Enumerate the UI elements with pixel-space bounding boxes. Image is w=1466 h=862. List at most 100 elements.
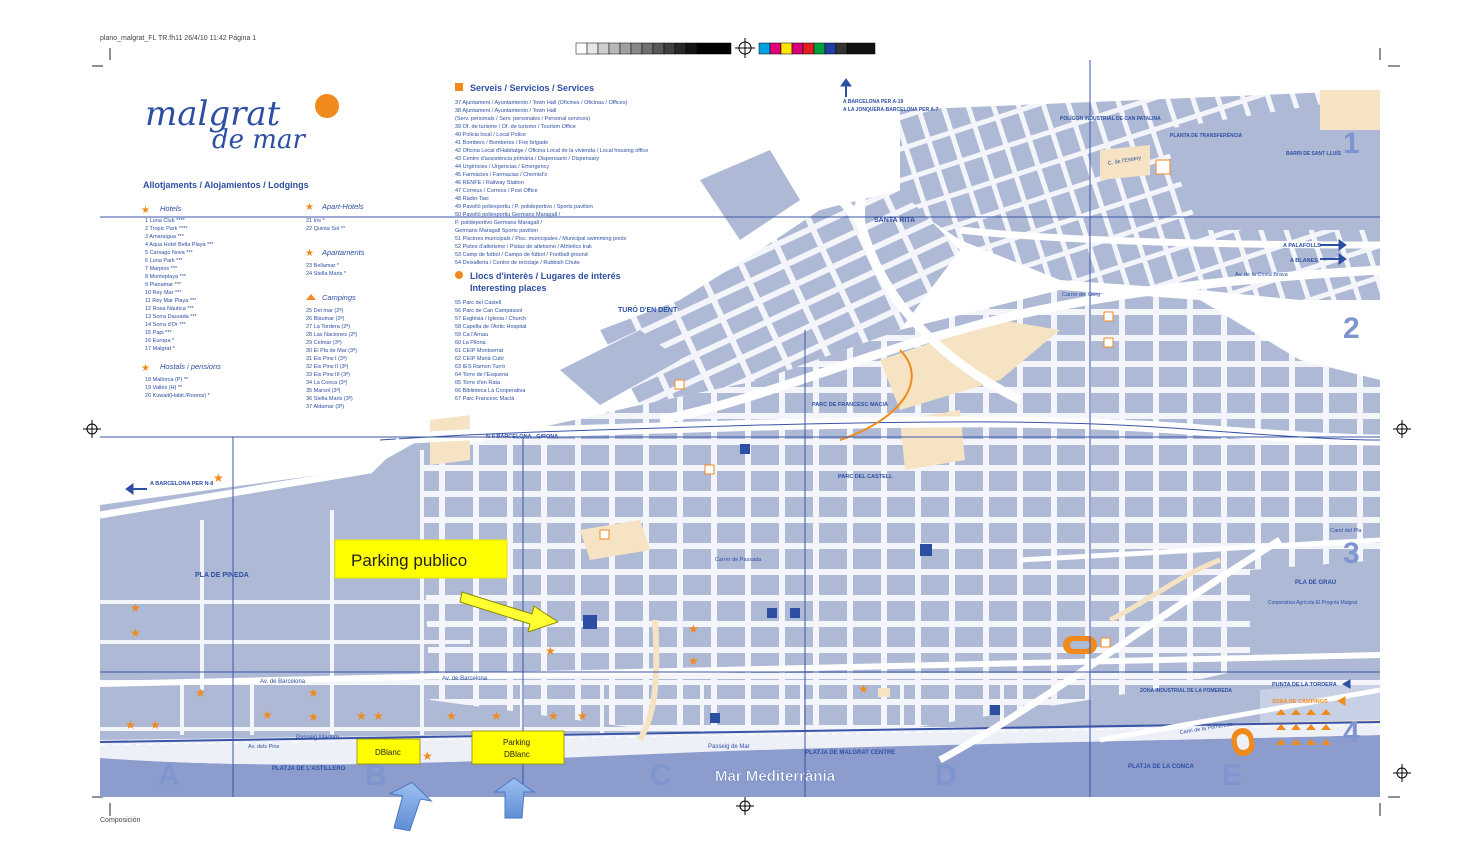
legend-item: 7 Marpins *** <box>145 266 178 272</box>
calibration-bar-color <box>758 42 876 55</box>
svg-text:★: ★ <box>688 622 699 636</box>
grid-labels: A B C D E 1 2 3 4 <box>158 127 1360 792</box>
parking-arrow <box>459 591 560 633</box>
to-barcelona-top2: A LA JONQUERA-BARCELONA PER A-7 <box>843 107 939 113</box>
legend-item: 59 Ca l'Arnau <box>455 332 488 338</box>
legend-item: Germans Maragall Sports pavilion <box>455 228 538 234</box>
svg-text:★: ★ <box>130 601 141 615</box>
services-list: 37 Ajuntament / Ayuntamiento / Town Hall… <box>455 100 648 266</box>
hostals-title-star: ★ <box>141 363 150 374</box>
svg-text:★: ★ <box>150 718 161 732</box>
hotel-stars: ★★ ★★ ★★ ★★ ★★ ★★ ★★ ★★ ★★ ★★ <box>125 471 869 763</box>
blue-arrow-up-left-icon <box>388 781 433 832</box>
cooperativa-label: Cooperativa Agrícola El Progrés Malgrat <box>1268 600 1358 606</box>
dblanc-text: DBlanc <box>375 748 401 757</box>
carrer-gorg-label: Carrer del Gorg <box>1062 292 1100 298</box>
to-barcelona-n2-label: A BARCELONA PER N-II <box>150 481 214 487</box>
to-blanes-label: A BLANES <box>1290 258 1318 264</box>
to-palafolls-label: A PALAFOLLS <box>1283 243 1321 249</box>
parking-publico-note[interactable]: Parking publico <box>334 539 508 579</box>
legend-item: 66 Biblioteca La Cooperativa <box>455 388 526 394</box>
parc-castell-label: PARC DEL CASTELL <box>838 474 893 480</box>
apartaments-title: Apartaments <box>321 248 365 257</box>
svg-text:★: ★ <box>858 682 869 696</box>
passeig-mar-label: Passeig de Mar <box>708 744 750 750</box>
interest-title-icon <box>455 271 463 279</box>
parking-publico-text: Parking publico <box>351 551 467 570</box>
legend-item: 13 Sorra Daurada *** <box>145 314 198 320</box>
legend-item: 60 La Pilona <box>455 340 487 346</box>
legend-item: 29 Celmar (3ª) <box>306 339 342 346</box>
apartaments-list: 23 Bellamar * 24 Stella Maris * <box>306 263 347 277</box>
print-marks: plano_malgrat_FL TR.fh11 26/4/10 11:42 P… <box>83 35 1411 824</box>
legend-item: 36 Stella Maris (3ª) <box>306 395 353 402</box>
legend-item: (Serv. personals / Serv. personales / Pe… <box>455 116 590 122</box>
legend-item: 50 Pavelló poliesportiu Germans Maragall… <box>455 212 561 218</box>
legend-item: 49 Pavelló poliesportiu / P. polideporti… <box>455 204 593 210</box>
legend-item: 21 Iris * <box>306 218 326 224</box>
interest-title-1: Llocs d'interès / Lugares de interés <box>470 271 621 281</box>
grid-row-3: 3 <box>1343 537 1360 570</box>
grid-col-a: A <box>158 759 180 792</box>
legend-item: 63 IES Ramon Turró <box>455 364 505 370</box>
legend-item: 19 Vallès (H) ** <box>145 385 183 391</box>
legend-item: 46 RENFE / Railway Station <box>455 180 524 186</box>
svg-text:★: ★ <box>373 709 384 723</box>
legend-item: 65 Torre d'en Rata <box>455 380 501 386</box>
legend-item: 53 Camp de futbol / Campo de fútbol / Fo… <box>455 252 588 258</box>
svg-text:★: ★ <box>356 709 367 723</box>
apart-title-star: ★ <box>305 202 314 213</box>
hotels-list: 1 Luna Club **** 2 Tropic Park **** 3 Am… <box>145 218 214 352</box>
svg-text:★: ★ <box>195 686 206 700</box>
zona-camp-label: ZONA DE CÀMPINGS <box>1272 698 1328 705</box>
registration-mark-left <box>83 420 101 438</box>
park-path <box>839 349 913 441</box>
grid-col-c: C <box>650 759 672 792</box>
legend-item: 56 Parc de Can Campassol <box>455 308 522 314</box>
interest-title-2: Interesting places <box>470 283 547 293</box>
av-costa-brava-label: Av. de la Costa Brava <box>1235 272 1289 278</box>
svg-text:★: ★ <box>213 471 224 485</box>
legend-item: 39 Of. de turisme / Of. de turismo / Tou… <box>455 124 576 130</box>
carrer-passada-label: Carrer de Passada <box>715 557 762 563</box>
legend-item: 37 Aldamar (3ª) <box>306 403 344 410</box>
legend-item: 20 Kuwait(Habit./Rooms) * <box>145 393 211 399</box>
svg-text:★: ★ <box>125 718 136 732</box>
legend-item: 26 Blaumar (2ª) <box>306 315 345 322</box>
dblanc-note[interactable]: DBlanc <box>356 738 421 765</box>
hotels-title-star: ★ <box>141 205 150 216</box>
logo-line2: de mar <box>212 125 306 155</box>
campings-title: Campings <box>322 293 356 302</box>
hotels-title: Hotels <box>160 204 182 213</box>
beach-castell-label: PLATJA DE L'ASTILLERO <box>272 766 346 772</box>
legend-item: 44 Urgències / Urgencias / Emergency <box>455 164 549 170</box>
legend-item: 58 Capella de l'Antic Hospital <box>455 324 526 330</box>
campings-title-icon <box>306 294 316 300</box>
logo-line1: malgrat <box>145 94 281 134</box>
legend-item: 35 Marsol (3ª) <box>306 387 341 394</box>
service-markers <box>583 159 1171 723</box>
legend-item: 4 Aqua Hotel Bella Playa *** <box>145 242 214 248</box>
legend-item: 23 Bellamar * <box>306 263 340 269</box>
legend-item: 24 Stella Maris * <box>306 271 347 277</box>
sea-label: Mar Mediterrània <box>715 768 836 785</box>
legend-item: 55 Parc del Castell <box>455 300 501 306</box>
parking-dblanc-note[interactable]: Parking DBlanc <box>471 730 565 765</box>
legend-item: 37 Ajuntament / Ayuntamiento / Town Hall… <box>455 100 628 106</box>
print-header: plano_malgrat_FL TR.fh11 26/4/10 11:42 P… <box>100 35 256 42</box>
legend-item: 18 Mallorca (P) ** <box>145 377 189 383</box>
grid-col-e: E <box>1222 759 1242 792</box>
services-title-icon <box>455 83 463 91</box>
legend-item: 52 Pistes d'atletisme / Pistas de atleti… <box>455 244 592 250</box>
turo-label: TURÓ D'EN DENT <box>618 305 678 314</box>
hostals-list: 18 Mallorca (P) ** 19 Vallès (H) ** 20 K… <box>145 377 211 399</box>
legend-item: 32 Els Pins II (3ª) <box>306 363 349 370</box>
legend-item: P. polideportivo Germans Maragall / <box>455 220 542 226</box>
blue-arrow-up-right-icon <box>493 777 536 819</box>
legend-item: 2 Tropic Park **** <box>145 226 188 232</box>
svg-text:★: ★ <box>262 708 273 722</box>
legend-item: 47 Correus / Correos / Post Office <box>455 188 538 194</box>
svg-text:★: ★ <box>491 709 502 723</box>
legend-item: 30 El Pla de Mar (3ª) <box>306 347 357 354</box>
